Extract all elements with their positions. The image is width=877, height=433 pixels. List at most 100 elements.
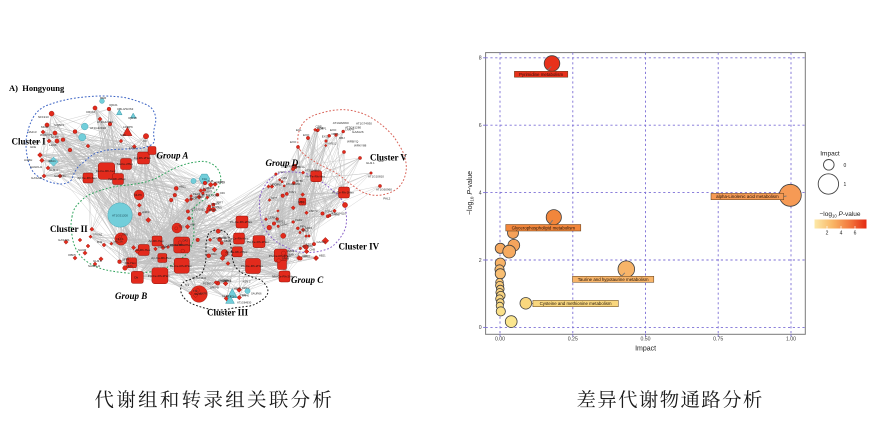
svg-text:AT1G10810: AT1G10810 [368,175,384,179]
svg-text:8: 8 [479,56,482,62]
svg-text:NF1913: NF1913 [38,115,49,119]
svg-text:IQD18: IQD18 [128,116,137,120]
svg-text:0.00: 0.00 [495,337,505,343]
svg-text:Po-Fe-Rh-2Hex: Po-Fe-Rh-2Hex [247,240,269,244]
svg-text:MYB12: MYB12 [202,193,211,197]
svg-text:CR: CR [226,253,230,257]
svg-text:TCX: TCX [178,224,184,228]
svg-text:MAC3A: MAC3A [113,240,122,244]
svg-text:SAUR: SAUR [282,257,290,261]
svg-text:CBL4/SOS3: CBL4/SOS3 [117,107,134,111]
svg-text:MGH: MGH [41,125,48,129]
svg-text:LRRPK: LRRPK [123,125,133,129]
svg-text:ERF2: ERF2 [305,226,312,230]
svg-text:GH3.6: GH3.6 [93,259,102,263]
svg-text:SAUR66: SAUR66 [251,292,262,296]
svg-text:EXL: EXL [296,128,302,132]
svg-text:L2OX: L2OX [212,205,219,209]
svg-text:Glycerophospholipid metabolism: Glycerophospholipid metabolism [512,225,576,230]
svg-text:URGT: URGT [212,202,220,206]
svg-text:PIF4: PIF4 [300,224,306,228]
svg-text:CRCM: CRCM [86,110,95,114]
svg-text:AB1: AB1 [224,239,230,243]
svg-text:SAUR66: SAUR66 [218,279,229,283]
svg-text:HB1: HB1 [35,140,41,144]
svg-text:OBF5: OBF5 [68,253,76,257]
svg-text:NLPY: NLPY [51,135,59,139]
svg-text:MYB0: MYB0 [296,179,304,183]
svg-text:AT3G41280: AT3G41280 [345,126,361,130]
svg-text:Pc-Ce-Rh-2Hex: Pc-Ce-Rh-2Hex [332,191,354,195]
svg-text:Fg-Rh-2Hex: Fg-Rh-2Hex [134,156,151,160]
svg-text:EXO: EXO [303,133,310,137]
svg-text:GA2OX: GA2OX [317,240,326,244]
svg-text:Sa-Fe-2Hex: Sa-Fe-2Hex [117,162,134,166]
svg-text:CDMK1: CDMK1 [222,279,232,283]
svg-text:CHB: CHB [208,179,214,183]
svg-text:KIN2: KIN2 [203,187,209,191]
svg-text:T19: T19 [185,283,190,287]
svg-text:Sq-Ce-Rh-Hex: Sq-Ce-Rh-Hex [228,237,249,241]
svg-text:Impact: Impact [635,346,656,353]
svg-text:KB4: KB4 [211,252,217,256]
svg-text:K1N 2: K1N 2 [242,286,250,290]
svg-text:GH3.4: GH3.4 [49,168,58,172]
svg-text:HSP70: HSP70 [309,209,318,213]
svg-text:SA8: SA8 [120,133,126,137]
svg-text:JA213: JA213 [28,130,37,134]
svg-text:L1G4: L1G4 [129,146,137,150]
svg-text:HB21: HB21 [179,184,186,188]
svg-text:K1N 2: K1N 2 [243,280,251,284]
svg-text:CBS: CBS [281,176,287,180]
svg-text:AT5G24110: AT5G24110 [332,212,347,216]
svg-text:WRBYQ: WRBYQ [347,140,359,144]
svg-text:LaOX: LaOX [49,143,57,147]
svg-text:Impact: Impact [820,151,840,158]
svg-text:UGT84A: UGT84A [193,195,204,199]
svg-text:WRKY88: WRKY88 [354,144,367,148]
svg-text:Taurine and hypotaurine metabo: Taurine and hypotaurine metabolism [578,277,649,282]
svg-text:Cluster I: Cluster I [12,137,47,147]
svg-text:YGH: YGH [240,293,246,297]
svg-text:6: 6 [854,231,857,237]
svg-text:YGH: YGH [230,294,236,298]
svg-text:L2OX: L2OX [278,170,285,174]
svg-text:K3: K3 [143,139,147,143]
svg-text:TCP4: TCP4 [325,210,332,214]
svg-text:Ka-Rh-2Hex: Ka-Rh-2Hex [108,177,125,181]
svg-text:Pb-Ce-Rh-2Hex: Pb-Ce-Rh-2Hex [230,220,252,224]
svg-text:Ph-Ce-Rh-2Hex: Ph-Ce-Rh-2Hex [269,254,291,258]
svg-text:Group B: Group B [115,291,147,301]
svg-text:GAZA26: GAZA26 [352,130,364,134]
svg-text:COOMT: COOMT [158,245,168,249]
svg-text:BBX21: BBX21 [277,220,286,224]
svg-text:Cluster IV: Cluster IV [339,242,380,252]
svg-text:Fp-Fe-Rh-2Hex: Fp-Fe-Rh-2Hex [170,243,192,247]
svg-text:0.75: 0.75 [713,337,723,343]
svg-text:KRB: KRB [122,233,128,237]
svg-text:SAGKH1: SAGKH1 [30,165,43,169]
svg-text:SAUR: SAUR [78,248,87,252]
svg-text:Ae-Rh-Hex: Ae-Rh-Hex [135,248,151,252]
svg-text:RBJ: RBJ [339,136,345,140]
svg-text:LNKPR: LNKPR [210,193,219,197]
svg-text:UPRT: UPRT [216,201,224,205]
svg-text:GFE: GFE [30,145,36,149]
svg-text:AT1G84630: AT1G84630 [237,301,252,305]
svg-text:Ap-Ce-Rh-Hex: Ap-Ce-Rh-Hex [151,256,172,260]
svg-text:Ae-Ce-Rh-2Hex: Ae-Ce-Rh-2Hex [170,264,192,268]
svg-text:MB3: MB3 [298,200,305,204]
svg-text:CBP1: CBP1 [218,180,226,184]
svg-text:JAZ13: JAZ13 [286,249,294,253]
svg-text:PER2: PER2 [295,218,303,222]
svg-text:MAC3A: MAC3A [295,165,304,169]
svg-text:6: 6 [479,123,482,129]
svg-text:OA3: OA3 [182,239,188,243]
svg-text:AT1G84630: AT1G84630 [212,236,227,240]
svg-text:Fp-Ce-Rh-2Hex: Fp-Ce-Rh-2Hex [148,274,170,278]
svg-text:EXO: EXO [290,140,297,144]
svg-text:RAV1: RAV1 [289,190,296,194]
svg-text:LNKPR: LNKPR [345,128,354,132]
svg-text:SQBP1: SQBP1 [54,123,64,127]
svg-text:Cluster V: Cluster V [370,153,407,163]
